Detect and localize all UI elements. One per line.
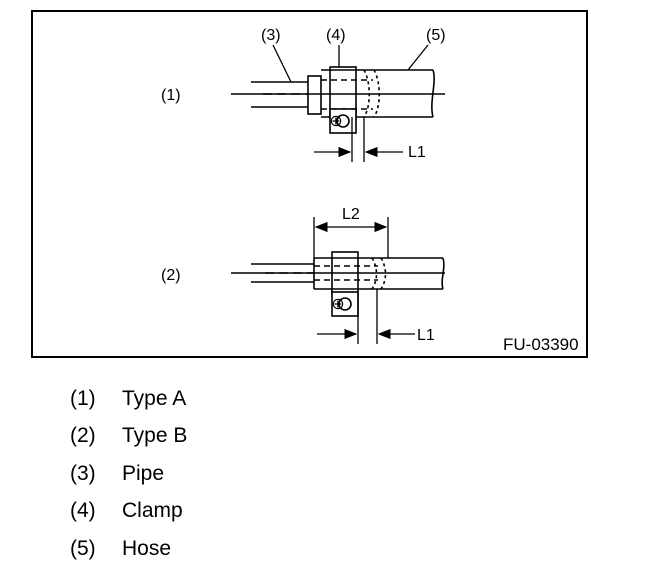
legend-item-hose: (5) Hose xyxy=(70,530,187,568)
legend-list: (1) Type A (2) Type B (3) Pipe (4) Clamp… xyxy=(70,380,187,568)
legend-label: Type B xyxy=(122,424,188,448)
type-b-assembly xyxy=(231,251,445,317)
callout-type-b: (2) xyxy=(161,267,181,284)
legend-number: (2) xyxy=(70,424,96,448)
legend-item-pipe: (3) Pipe xyxy=(70,455,187,493)
legend-item-type-a: (1) Type A xyxy=(70,380,187,418)
type-b-pipe xyxy=(251,263,314,283)
legend-number: (3) xyxy=(70,461,96,485)
diagram-frame: ⊕ (3) (4) (5) (1) L1 xyxy=(31,10,588,358)
legend-number: (4) xyxy=(70,499,96,523)
type-a-clamp-symbol: ⊕ xyxy=(329,113,342,130)
type-b-l1-label: L1 xyxy=(417,327,435,344)
type-b-l2-label: L2 xyxy=(342,206,360,223)
legend-number: (1) xyxy=(70,386,96,410)
type-b-clamp-symbol: ⊕ xyxy=(331,296,344,313)
legend-item-clamp: (4) Clamp xyxy=(70,493,187,531)
type-b-clamp-tab xyxy=(331,291,359,317)
figure-id: FU-03390 xyxy=(503,335,579,354)
legend-label: Type A xyxy=(122,386,187,410)
callout-type-a: (1) xyxy=(161,87,181,104)
type-b-l1-dimension xyxy=(317,289,415,344)
legend-label: Clamp xyxy=(122,499,183,523)
callout-clamp: (4) xyxy=(326,27,346,44)
legend-item-type-b: (2) Type B xyxy=(70,418,187,456)
callout-pipe: (3) xyxy=(261,27,281,44)
legend-label: Hose xyxy=(122,536,172,560)
type-a-l1-label: L1 xyxy=(408,144,426,161)
type-b-l2-dimension xyxy=(313,217,389,258)
type-a-pipe xyxy=(251,81,308,108)
legend-number: (5) xyxy=(70,536,96,560)
callout-hose: (5) xyxy=(426,27,446,44)
type-a-pipe-flare xyxy=(307,75,322,115)
legend-label: Pipe xyxy=(122,461,165,485)
hose-clamp-diagram: ⊕ (3) (4) (5) (1) L1 xyxy=(161,27,579,354)
type-b-hose xyxy=(314,257,443,290)
type-a-l1-dimension xyxy=(314,117,403,162)
